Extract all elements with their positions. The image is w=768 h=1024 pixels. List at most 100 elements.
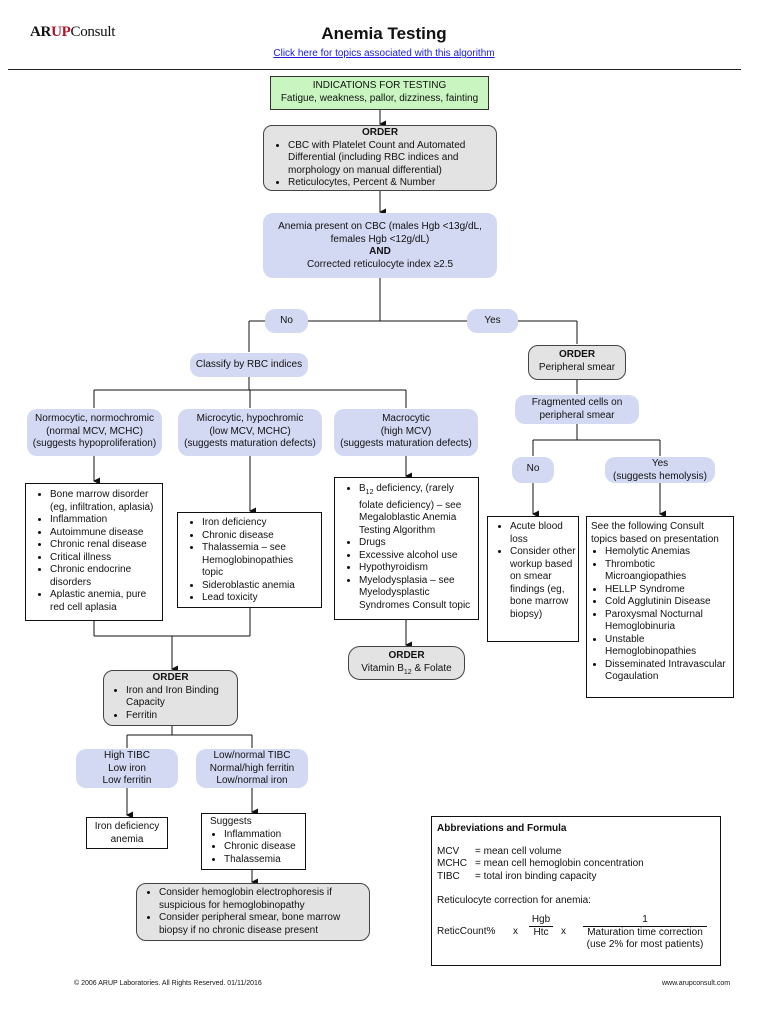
order-cbc-item: CBC with Platelet Count and Automated Di… [288, 140, 488, 178]
cause-item: Sideroblastic anemia [202, 580, 317, 593]
normocytic-suggestion: (suggests hypoproliferation) [32, 438, 157, 449]
abbreviations-box: Abbreviations and Formula MCV= mean cell… [431, 816, 721, 966]
non-hemolytic-list: Acute blood loss Consider other workup b… [487, 516, 579, 642]
arup-consult-logo: ARUPConsult [30, 24, 116, 40]
consult-topic-item: Thrombotic Microangiopathies [605, 559, 729, 584]
abbrev-mcv: MCV= mean cell volume [437, 845, 562, 857]
normocytic-causes-list: Bone marrow disorder (eg, infiltration, … [25, 483, 163, 621]
cause-item: Inflammation [50, 514, 158, 527]
high-tibc-box: High TIBC Low iron Low ferritin [76, 749, 178, 788]
branch-no-label: No [265, 309, 308, 333]
cause-item: Thalassemia – see Hemoglobinopathies top… [202, 542, 317, 580]
low-tibc-box: Low/normal TIBC Normal/high ferritin Low… [196, 749, 308, 788]
associated-topics-link[interactable]: Click here for topics associated with th… [273, 48, 495, 59]
footer-url[interactable]: www.arupconsult.com [662, 980, 731, 987]
macrocytic-box: Macrocytic (high MCV) (suggests maturati… [334, 409, 478, 456]
cause-item: Iron deficiency [202, 517, 317, 530]
macrocytic-indices: (high MCV) [380, 425, 432, 437]
order-smear-text: Peripheral smear [538, 361, 616, 373]
consult-topic-item: Unstable Hemoglobinopathies [605, 634, 729, 659]
macrocytic-suggestion: (suggests maturation defects) [340, 438, 472, 449]
cause-item: Bone marrow disorder (eg, infiltration, … [50, 489, 158, 514]
header-divider [8, 69, 741, 70]
abbrev-tibc: TIBC= total iron binding capacity [437, 870, 597, 882]
iron-deficiency-box: Iron deficiency anemia [86, 817, 168, 849]
suggests-item: Chronic disease [224, 841, 301, 854]
abbrev-mchc: MCHC= mean cell hemoglobin concentration [437, 858, 644, 869]
high-tibc-label: High TIBC [104, 750, 150, 761]
consult-topic-item: Cold Agglutinin Disease [605, 596, 729, 609]
and-label: AND [369, 246, 391, 257]
order-b12-folate-box: ORDER Vitamin B12 & Folate [348, 646, 465, 680]
reticulocyte-criteria: Corrected reticulocyte index ≥2.5 [306, 258, 454, 270]
consider-box: Consider hemoglobin electrophoresis if s… [136, 883, 370, 941]
workup-item: Consider other workup based on smear fin… [510, 546, 576, 621]
suggests-box: Suggests Inflammation Chronic disease Th… [201, 813, 306, 870]
cause-item: Hypothyroidism [359, 562, 474, 575]
microcytic-suggestion: (suggests maturation defects) [184, 438, 316, 449]
cause-item: Lead toxicity [202, 592, 317, 605]
yes-text: Yes [651, 458, 669, 469]
page-title: Anemia Testing [321, 24, 447, 43]
normocytic-title: Normocytic, normochromic [35, 413, 154, 424]
low-ferritin-label: Low ferritin [102, 775, 152, 786]
macrocytic-causes-list: B12 deficiency, (rarely folate deficienc… [334, 477, 479, 620]
cause-item: Critical illness [50, 552, 158, 565]
consult-topic-item: Disseminated Intravascular Cogaulation [605, 659, 729, 684]
order-iron-heading: ORDER [152, 672, 189, 683]
classify-rbc-box: Classify by RBC indices [190, 353, 308, 377]
branch-yes-label: Yes [467, 309, 518, 333]
workup-item: Acute blood loss [510, 521, 576, 546]
cause-item: B12 deficiency, (rarely folate deficienc… [359, 483, 474, 537]
consult-topic-item: HELLP Syndrome [605, 584, 729, 597]
normocytic-box: Normocytic, normochromic (normal MCV, MC… [27, 409, 162, 456]
indications-text: Fatigue, weakness, pallor, dizziness, fa… [280, 92, 479, 104]
cause-item: Chronic disease [202, 530, 317, 543]
order-b12-heading: ORDER [388, 650, 425, 661]
formula-times: x [513, 925, 518, 937]
order-b12-text: Vitamin B12 & Folate [361, 662, 452, 676]
cause-item: Chronic endocrine disorders [50, 564, 158, 589]
order-cbc-heading: ORDER [361, 127, 399, 138]
normocytic-indices: (normal MCV, MCHC) [46, 425, 143, 437]
formula-htc: Htc [533, 926, 549, 938]
copyright-text: © 2006 ARUP Laboratories. All Rights Res… [74, 980, 262, 987]
cause-item: Chronic renal disease [50, 539, 158, 552]
anemia-present-box: Anemia present on CBC (males Hgb <13g/dL… [263, 213, 497, 278]
cause-item: Drugs [359, 537, 474, 550]
order-smear-box: ORDER Peripheral smear [528, 345, 626, 380]
microcytic-title: Microcytic, hypochromic [196, 413, 304, 424]
suggests-intro: Suggests [210, 816, 252, 827]
cause-item: Aplastic anemia, pure red cell aplasia [50, 589, 158, 614]
formula: ReticCount% x Hgb Htc x 1 Maturation tim… [437, 912, 715, 956]
formula-lhs: ReticCount% [437, 925, 496, 937]
formula-maturation: Maturation time correction [587, 926, 703, 938]
order-cbc-item: Reticulocytes, Percent & Number [288, 177, 488, 190]
suggests-item: Inflammation [224, 829, 301, 842]
cause-item: Excessive alcohol use [359, 550, 474, 563]
order-iron-box: ORDER Iron and Iron Binding Capacity Fer… [103, 670, 238, 726]
order-iron-item: Iron and Iron Binding Capacity [126, 685, 231, 710]
order-cbc-box: ORDER CBC with Platelet Count and Automa… [263, 125, 497, 191]
macrocytic-title: Macrocytic [382, 413, 430, 424]
hemolysis-topics-list: See the following Consult topics based o… [586, 516, 734, 698]
formula-hgb: Hgb [529, 914, 553, 927]
fragmented-no-label: No [512, 457, 554, 483]
anemia-criteria: Anemia present on CBC (males Hgb <13g/dL… [278, 221, 482, 245]
high-ferritin-label: Normal/high ferritin [209, 762, 295, 774]
formula-note: (use 2% for most patients) [586, 938, 704, 950]
retic-correction-title: Reticulocyte correction for anemia: [437, 895, 591, 906]
consider-item: Consider peripheral smear, bone marrow b… [159, 912, 363, 937]
formula-times: x [561, 925, 566, 937]
cause-item: Myelodysplasia – see Myelodysplastic Syn… [359, 575, 474, 613]
low-iron-label: Low iron [108, 762, 146, 774]
formula-one: 1 [583, 914, 707, 927]
consult-topic-item: Paroxysmal Nocturnal Hemoglobinuria [605, 609, 729, 634]
microcytic-indices: (low MCV, MCHC) [209, 425, 291, 437]
indications-heading: INDICATIONS FOR TESTING [312, 80, 447, 91]
microcytic-box: Microcytic, hypochromic (low MCV, MCHC) … [178, 409, 322, 456]
low-tibc-label: Low/normal TIBC [213, 750, 291, 761]
hemolysis-text: (suggests hemolysis) [613, 470, 707, 482]
hemolysis-intro: See the following Consult topics based o… [591, 521, 719, 545]
abbreviations-title: Abbreviations and Formula [437, 823, 567, 834]
